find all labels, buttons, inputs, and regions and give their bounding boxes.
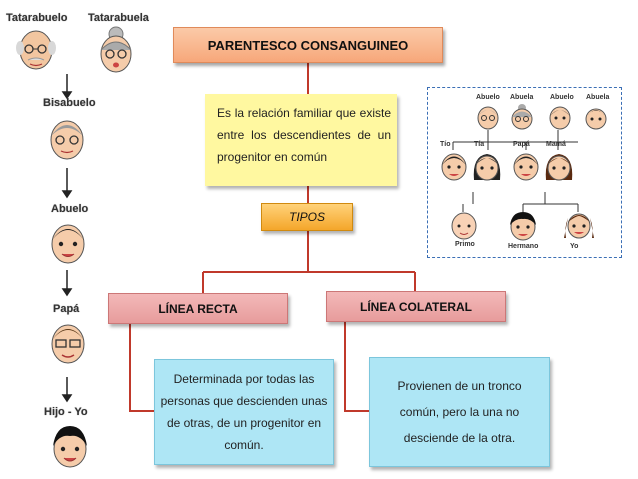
linea-colateral-label: LÍNEA COLATERAL — [360, 299, 472, 314]
mama-face-icon — [545, 154, 573, 181]
label-tatarabuela: Tatarabuela — [88, 12, 149, 24]
fam-label-abuela-1: Abuela — [510, 94, 534, 101]
definition-box: Es la relación familiar que existe entre… — [205, 94, 397, 186]
tia-face-icon — [473, 154, 501, 181]
fam-label-yo: Yo — [570, 243, 579, 250]
hermano-face-icon — [510, 212, 536, 241]
primo-face-icon — [451, 212, 477, 240]
fam-label-abuelo-1: Abuelo — [476, 94, 500, 101]
tatarabuela-face-icon — [100, 26, 132, 73]
papa-face-icon — [51, 324, 85, 364]
tipos-text: TIPOS — [288, 210, 325, 224]
colateral-to-desc-line — [344, 322, 369, 412]
definition-text: Es la relación familiar que existe entre… — [217, 106, 391, 164]
fam-label-abuelo-2: Abuelo — [550, 94, 574, 101]
fam-label-primo: Primo — [455, 241, 475, 248]
linea-colateral-description-box: Provienen de un tronco común, pero la un… — [369, 357, 550, 467]
recta-to-desc-line — [129, 324, 154, 412]
label-abuelo: Abuelo — [51, 203, 89, 215]
abuela-1-face-icon — [511, 104, 533, 130]
linea-colateral-box: LÍNEA COLATERAL — [326, 291, 506, 322]
linea-recta-description: Determinada por todas las personas que d… — [160, 372, 328, 452]
linea-recta-description-box: Determinada por todas las personas que d… — [154, 359, 334, 465]
label-tatarabuelo: Tatarabuelo — [6, 12, 68, 24]
tio-face-icon — [441, 153, 467, 181]
tipos-box: TIPOS — [261, 203, 353, 231]
label-hijo: Hijo - Yo — [44, 406, 88, 418]
label-papa: Papá — [53, 303, 80, 315]
yo-face-icon — [564, 213, 594, 239]
abuelo-2-face-icon — [549, 106, 571, 130]
abuelo-1-face-icon — [477, 106, 499, 130]
fam-label-abuela-2: Abuela — [586, 94, 610, 101]
bisabuelo-face-icon — [50, 120, 84, 160]
label-bisabuelo: Bisabuelo — [43, 97, 96, 109]
family-tree-panel: Abuelo Abuela Abuelo Abuela Tío Tía Papá… — [427, 87, 622, 258]
fam-label-mama: Mamá — [546, 141, 566, 148]
hijo-face-icon — [53, 426, 87, 468]
abuela-2-face-icon — [585, 108, 607, 130]
linea-recta-box: LÍNEA RECTA — [108, 293, 288, 324]
fam-label-tia: Tía — [474, 141, 485, 148]
title-box: PARENTESCO CONSANGUINEO — [173, 27, 443, 63]
fam-label-hermano: Hermano — [508, 243, 539, 250]
fam-label-papa: Papá — [513, 141, 530, 148]
linea-recta-label: LÍNEA RECTA — [158, 301, 238, 316]
abuelo-face-icon — [51, 224, 85, 264]
papa-small-face-icon — [513, 153, 539, 181]
fam-label-tio: Tío — [440, 141, 451, 148]
title-text: PARENTESCO CONSANGUINEO — [207, 37, 409, 53]
tatarabuelo-face-icon — [16, 30, 56, 70]
linea-colateral-description: Provienen de un tronco común, pero la un… — [397, 379, 522, 445]
family-tree-lines — [452, 130, 579, 212]
